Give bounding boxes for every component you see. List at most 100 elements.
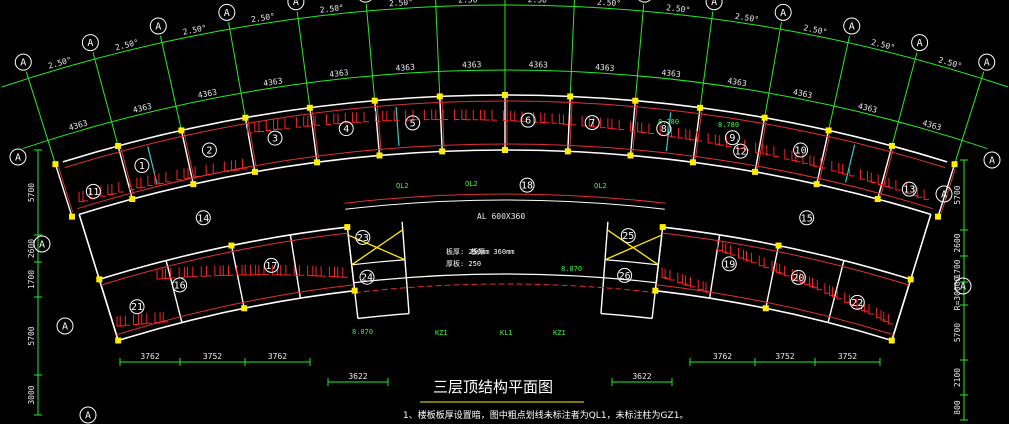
dimension-extension-line xyxy=(435,0,441,94)
room-number: 2 xyxy=(206,146,212,157)
column xyxy=(376,152,383,159)
room-number: 15 xyxy=(801,213,813,224)
rebar-hook xyxy=(773,146,779,157)
column xyxy=(762,305,769,312)
elevation-label-c: 8.070 xyxy=(561,265,582,273)
axis-bubble xyxy=(638,0,651,3)
rebar-hook xyxy=(223,161,230,173)
cross-wall xyxy=(629,100,636,156)
bottom-left-dimension-text: 3762 xyxy=(268,352,287,361)
right-dimension-text: 800 xyxy=(953,400,962,415)
rebar-hook xyxy=(831,160,837,172)
rebar-hook xyxy=(328,266,335,278)
axis-bubble-label: A xyxy=(917,38,923,49)
dimension-text: 2.50°43632.50°43632.50°43632.50°43632.50… xyxy=(27,0,963,415)
right-dimension-text: 5700 xyxy=(953,323,962,342)
column xyxy=(228,242,235,249)
room-number-bubble xyxy=(405,115,421,131)
axis-bubble-label: A xyxy=(941,190,947,201)
rebar-hook xyxy=(730,245,736,256)
rebar-hook xyxy=(78,191,85,203)
room-number: 22 xyxy=(851,298,863,309)
column xyxy=(241,305,248,312)
wing-wall-arc xyxy=(655,289,893,342)
rebar-hook xyxy=(916,187,923,198)
rebar-hook xyxy=(352,112,358,123)
rebar-hook xyxy=(641,122,647,134)
axis-bubble xyxy=(218,3,236,21)
column xyxy=(251,168,258,175)
column xyxy=(761,114,768,121)
rebar-hook xyxy=(307,265,313,277)
center-beam-arc-white xyxy=(345,199,665,210)
rebar-hook xyxy=(678,127,684,139)
dimension-extension-line xyxy=(892,52,918,144)
rebar-hook xyxy=(314,115,321,126)
rebar-hook xyxy=(431,109,437,120)
rebar-hook xyxy=(666,126,673,137)
axis-bubble xyxy=(79,406,97,424)
room-number-bubble xyxy=(721,256,737,272)
room-number-bubble xyxy=(195,210,211,226)
rebar-hook xyxy=(405,110,411,121)
room-number-bubble xyxy=(584,115,600,131)
rebar-hook xyxy=(205,164,212,176)
center-beam-arc xyxy=(344,193,666,204)
room-number: 12 xyxy=(735,147,747,158)
rebar-hook xyxy=(923,189,930,200)
rebar-hook xyxy=(718,135,725,146)
dimension-extension-line xyxy=(25,71,56,162)
left-dimension-text: 5700 xyxy=(27,183,36,202)
cross-beam xyxy=(819,134,831,181)
rebar-hook xyxy=(689,276,696,288)
room-number-bubble xyxy=(790,269,806,285)
axis-bubble-label: A xyxy=(15,153,21,164)
rebar-hook xyxy=(804,274,810,285)
rebar-hook xyxy=(484,110,490,121)
room-number: 14 xyxy=(197,213,209,224)
cross-beam xyxy=(120,149,134,195)
angle-dimension-text: 2.50° xyxy=(666,3,691,15)
column xyxy=(115,337,122,344)
rebar-hook xyxy=(664,268,671,280)
column xyxy=(68,213,75,220)
axis-bubble xyxy=(287,0,305,11)
cross-beam xyxy=(694,111,703,159)
rebar-hook xyxy=(165,171,171,183)
rebar-hook xyxy=(320,266,327,277)
rebar-hook xyxy=(762,143,768,155)
drawing-note: 1、楼板板厚设置暗，图中粗点划线未标注者为QL1，未标注柱为GZ1。 xyxy=(403,409,688,421)
beam-arc xyxy=(77,143,933,210)
column xyxy=(627,152,634,159)
rebar-hook xyxy=(521,111,528,122)
rebar-hook xyxy=(725,243,731,254)
cross-wall xyxy=(374,100,381,156)
rebar-hook xyxy=(883,311,889,323)
left-dimension-text: 3000 xyxy=(27,385,36,404)
rebar-hook xyxy=(618,119,625,131)
span-dimension-text: 4363 xyxy=(792,88,813,101)
front-arc-dashed xyxy=(354,283,656,294)
wing-cross-wall xyxy=(230,245,245,309)
column xyxy=(874,196,881,203)
dimension-extension-line xyxy=(828,35,851,128)
room-number-bubble xyxy=(267,130,283,146)
rebar-hook xyxy=(588,116,595,127)
room-number: 1 xyxy=(139,161,145,172)
rebar-hook xyxy=(178,267,185,278)
rebar-hook xyxy=(831,286,838,298)
room-number: 20 xyxy=(792,273,804,284)
room-number: 25 xyxy=(622,231,634,242)
axis-bubble xyxy=(705,0,723,11)
rebar-hook xyxy=(200,266,207,277)
bottom-left-dimension-text: 3762 xyxy=(140,352,159,361)
rebar-hook xyxy=(454,109,460,121)
room-number: 23 xyxy=(357,233,369,244)
rebar-hook xyxy=(637,121,643,133)
column xyxy=(564,148,571,155)
wing-cross-wall xyxy=(827,260,845,323)
dimension-extension-line xyxy=(365,4,375,98)
dimension-extension-line xyxy=(569,0,575,94)
column xyxy=(652,287,659,294)
